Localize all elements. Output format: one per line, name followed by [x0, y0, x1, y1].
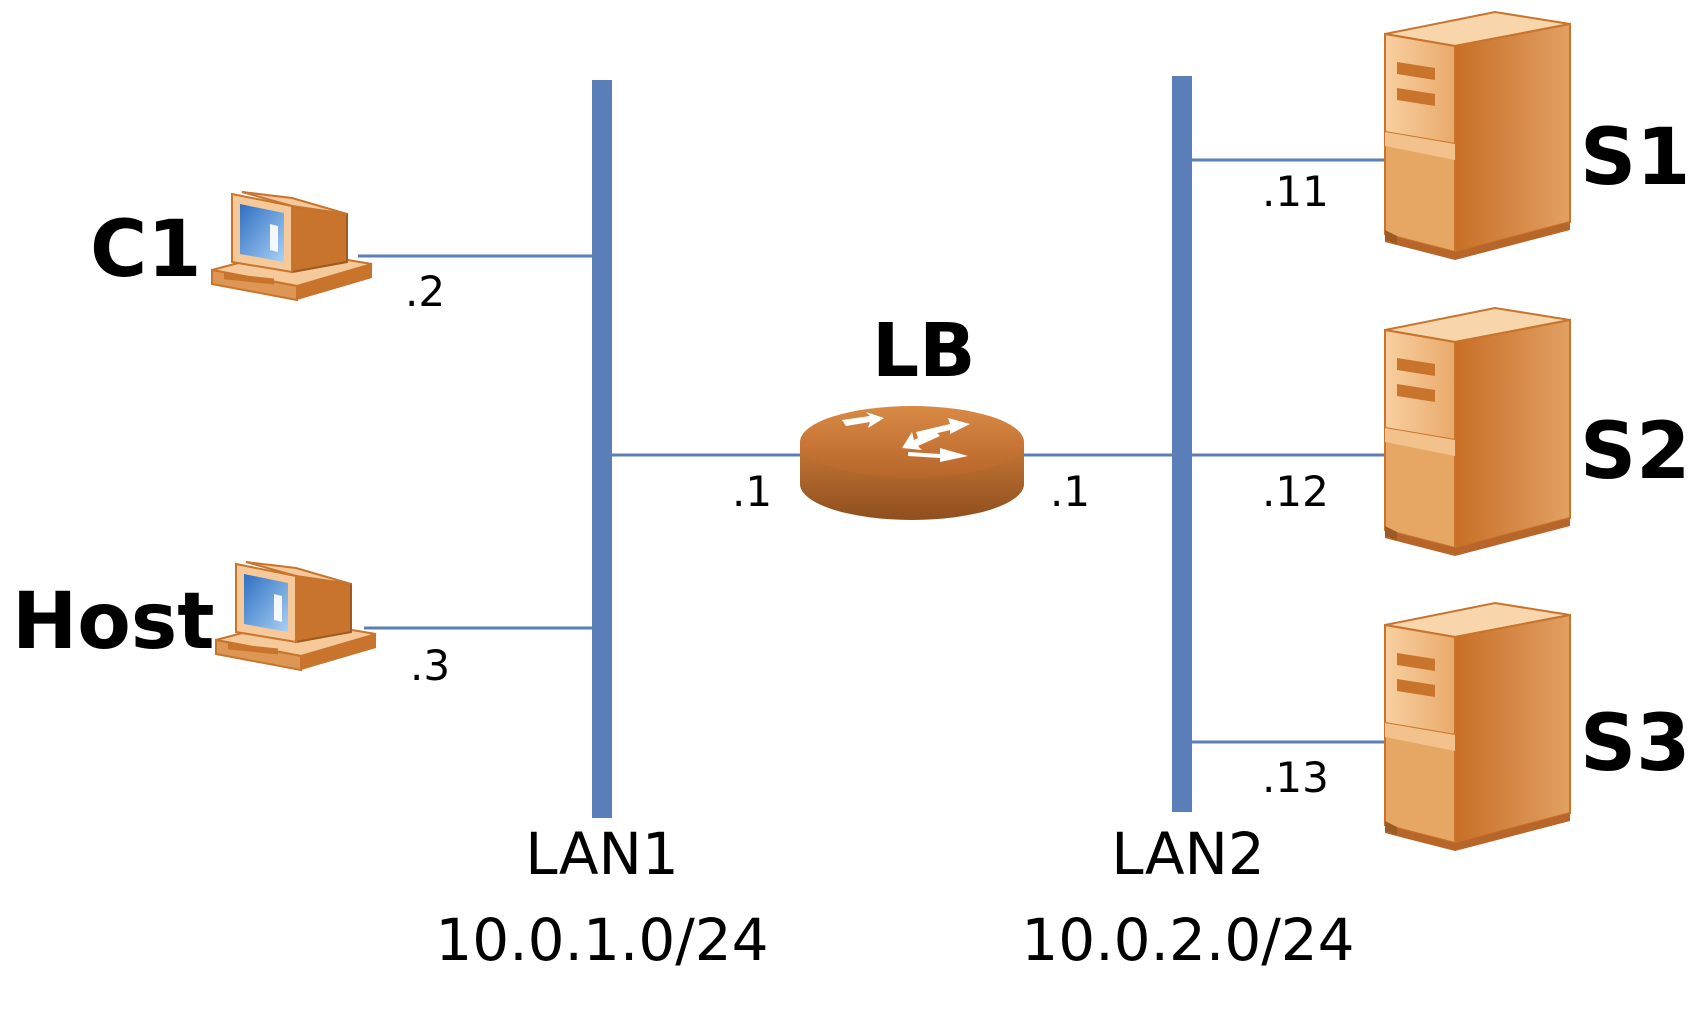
- host-ip-label: .3: [410, 641, 450, 690]
- s3-server-tower-icon[interactable]: [1384, 602, 1571, 852]
- s1-ip-label: .11: [1262, 167, 1329, 216]
- router-arrows-icon: [842, 412, 970, 462]
- lb-router-icon[interactable]: [800, 406, 1024, 520]
- s3-label: S3: [1580, 699, 1690, 789]
- lb-label: LB: [872, 308, 976, 394]
- lb-lan2-ip-label: .1: [1050, 467, 1090, 516]
- host-label: Host: [12, 577, 215, 667]
- lan1-bus: [592, 80, 612, 818]
- c1-label: C1: [90, 205, 202, 295]
- s1-server-tower-icon[interactable]: [1384, 11, 1571, 261]
- s3-ip-label: .13: [1262, 753, 1329, 802]
- c1-workstation-icon[interactable]: [211, 191, 373, 301]
- s2-ip-label: .12: [1262, 467, 1329, 516]
- s2-server-tower-icon[interactable]: [1384, 307, 1571, 557]
- lan2-bus: [1172, 76, 1192, 812]
- host-workstation-icon[interactable]: [215, 561, 377, 671]
- lan2-name: LAN2: [1111, 820, 1265, 888]
- c1-ip-label: .2: [405, 267, 445, 316]
- s2-label: S2: [1580, 407, 1690, 497]
- s1-label: S1: [1580, 113, 1690, 203]
- lb-lan1-ip-label: .1: [732, 467, 772, 516]
- lan1-subnet: 10.0.1.0/24: [435, 906, 768, 974]
- lan2-subnet: 10.0.2.0/24: [1021, 906, 1354, 974]
- lan1-name: LAN1: [525, 820, 679, 888]
